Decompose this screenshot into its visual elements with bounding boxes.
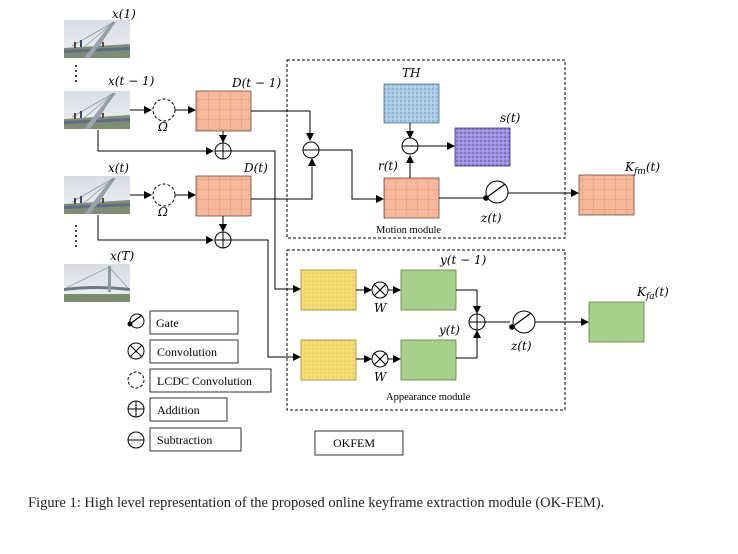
motion-module-frame [286,59,566,239]
subtraction-threshold-icon [401,137,419,155]
frame-x-T-label: x(T) [110,249,134,263]
threshold-label: TH [402,66,421,80]
r-t-label: r(t) [378,159,398,173]
threshold-box [383,83,440,124]
legend-subtraction: Subtraction [127,427,242,452]
motion-module-label: Motion module [376,225,441,236]
k-fm-label: Kfm(t) [624,160,660,177]
legend-addition-label: Addition [157,403,200,417]
frame-x-t-minus-1-image [63,90,131,130]
legend-subtraction-label: Subtraction [157,433,212,447]
addition-appearance-icon [468,313,486,331]
y-t-minus-1-box [400,269,457,311]
convolution-bottom-icon [371,350,389,368]
addition-top-icon [214,142,232,160]
gate-motion-icon [483,180,509,204]
ellipsis-bottom [75,225,77,247]
w-bottom-label: W [374,370,388,384]
subtraction-motion-icon [302,141,320,159]
appearance-input-top-box [300,269,357,311]
okfem-diagram: x(1) x(t − 1) x(t) x(T) Ω Ω D(t − 1) D(t… [63,7,669,456]
k-fm-box [578,174,635,216]
omega-top-label: Ω [157,120,168,134]
appearance-module-label: Appearance module [386,392,471,403]
d-t-minus-1-box [195,90,252,132]
frame-x-t-image [63,175,131,215]
appearance-input-bottom-box [300,339,357,381]
okfem-label-box: OKFEM [314,430,404,456]
y-t-minus-1-label: y(t − 1) [439,253,487,267]
frame-x-t-label: x(t) [108,161,129,175]
legend-convolution-label: Convolution [157,345,217,359]
addition-bottom-icon [214,231,232,249]
w-top-label: W [374,301,388,315]
frame-x-T-image [63,263,131,303]
lcdc-conv-bottom-icon [152,183,176,207]
y-t-label: y(t) [438,323,460,337]
ellipsis-top [75,65,77,82]
lcdc-icon [127,371,145,389]
d-t-box [195,175,252,217]
convolution-top-icon [371,281,389,299]
r-t-box [383,177,440,219]
gate-appearance-icon [509,310,536,334]
legend-gate: Gate [127,310,239,335]
okfem-label: OKFEM [333,436,375,450]
frame-x1-label: x(1) [112,7,136,21]
d-t-label: D(t) [243,161,268,175]
frame-x-t-minus-1-label: x(t − 1) [108,74,155,88]
appearance-module-frame [286,249,566,411]
s-t-box [454,127,511,167]
frame-x1-image [63,19,131,59]
k-fa-box [588,301,645,343]
z-t-appearance-label: z(t) [510,339,532,353]
legend-gate-label: Gate [156,316,179,330]
legend-lcdc-label: LCDC Convolution [157,374,252,388]
figure-caption: Figure 1: High level representation of t… [28,495,605,511]
y-t-box [400,339,457,381]
d-t-minus-1-label: D(t − 1) [231,76,281,90]
z-t-motion-label: z(t) [480,211,502,225]
legend-convolution: Convolution [127,339,239,364]
legend: Gate Convolution LCDC Convolution Additi… [127,310,272,452]
s-t-label: s(t) [500,111,521,125]
legend-lcdc: LCDC Convolution [127,368,272,393]
k-fa-label: Kfa(t) [636,285,669,302]
lcdc-conv-top-icon [152,98,176,122]
omega-bottom-label: Ω [157,205,168,219]
legend-addition: Addition [127,397,228,422]
gate-icon [129,313,145,329]
